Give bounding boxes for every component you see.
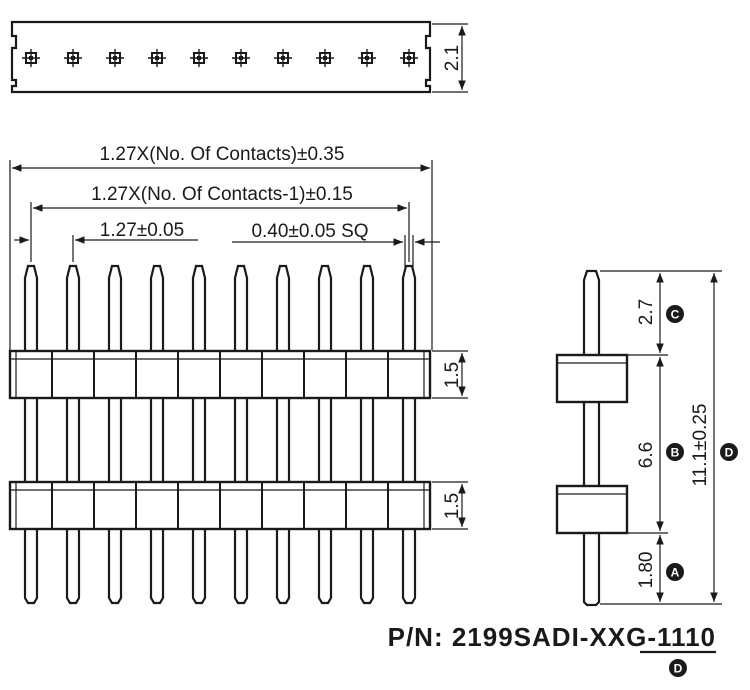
front-pin: [65, 264, 81, 605]
total-length-label: 11.1±0.25: [690, 404, 711, 487]
marker-a-icon: A: [666, 563, 684, 581]
front-pin: [233, 264, 249, 605]
side-upper-body: [555, 353, 629, 404]
part-number: P/N: 2199SADI-XXG-1110 D: [388, 622, 716, 677]
front-pin: [401, 264, 417, 605]
top-pin: [316, 49, 334, 67]
tail-length-label: 2.7: [636, 299, 657, 325]
side-view: 2.7 C 6.6 B 1.80 A 11.1±0.25 D: [555, 269, 738, 607]
side-view-pin: [582, 269, 601, 607]
pin-size-label: 0.40±0.05 SQ: [251, 221, 368, 242]
tail-marker: C: [671, 308, 680, 322]
insulator-dividers: [10, 351, 430, 529]
part-number-text: P/N: 2199SADI-XXG-1110: [388, 622, 716, 652]
marker-b-icon: B: [666, 443, 684, 461]
front-pin: [191, 264, 207, 605]
front-view-pins: [23, 264, 417, 605]
top-pin: [274, 49, 292, 67]
top-view-height-label: 2.1: [442, 45, 463, 71]
top-pin: [400, 49, 418, 67]
top-pin: [22, 49, 40, 67]
mating-length-label: 1.80: [636, 552, 657, 589]
upper-body-height-label: 1.5: [442, 362, 463, 388]
front-view: 1.5 1.5: [8, 264, 468, 605]
top-pin: [358, 49, 376, 67]
top-pin: [64, 49, 82, 67]
marker-d-icon: D: [720, 443, 738, 461]
marker-d-icon: D: [669, 659, 687, 677]
part-number-prefix: P/N: 2199SADI-XXG-: [388, 622, 657, 652]
front-pin: [23, 264, 39, 605]
top-pin: [106, 49, 124, 67]
pitch-label: 1.27±0.05: [100, 220, 184, 241]
marker-c-icon: C: [666, 305, 684, 323]
top-pin: [148, 49, 166, 67]
front-pin: [107, 264, 123, 605]
spacing-marker: B: [671, 446, 680, 460]
lower-body-height-label: 1.5: [442, 493, 463, 519]
part-number-marker: D: [674, 662, 683, 676]
front-pin: [359, 264, 375, 605]
front-pin: [149, 264, 165, 605]
top-pin: [232, 49, 250, 67]
body-spacing-label: 6.6: [636, 442, 657, 468]
pitch-span-label: 1.27X(No. Of Contacts-1)±0.15: [91, 184, 353, 205]
overall-width-label: 1.27X(No. Of Contacts)±0.35: [100, 144, 345, 165]
part-number-suffix: 1110: [657, 622, 716, 652]
top-view-pins: [22, 49, 418, 67]
front-pin: [275, 264, 291, 605]
mating-marker: A: [671, 566, 680, 580]
top-view: 2.1: [10, 20, 468, 94]
front-pin: [317, 264, 333, 605]
front-view-dimensions: 1.27X(No. Of Contacts)±0.35 1.27X(No. Of…: [9, 144, 440, 350]
total-marker: D: [725, 446, 734, 460]
top-view-outline: [10, 20, 432, 94]
top-pin: [190, 49, 208, 67]
side-lower-body: [555, 484, 629, 535]
